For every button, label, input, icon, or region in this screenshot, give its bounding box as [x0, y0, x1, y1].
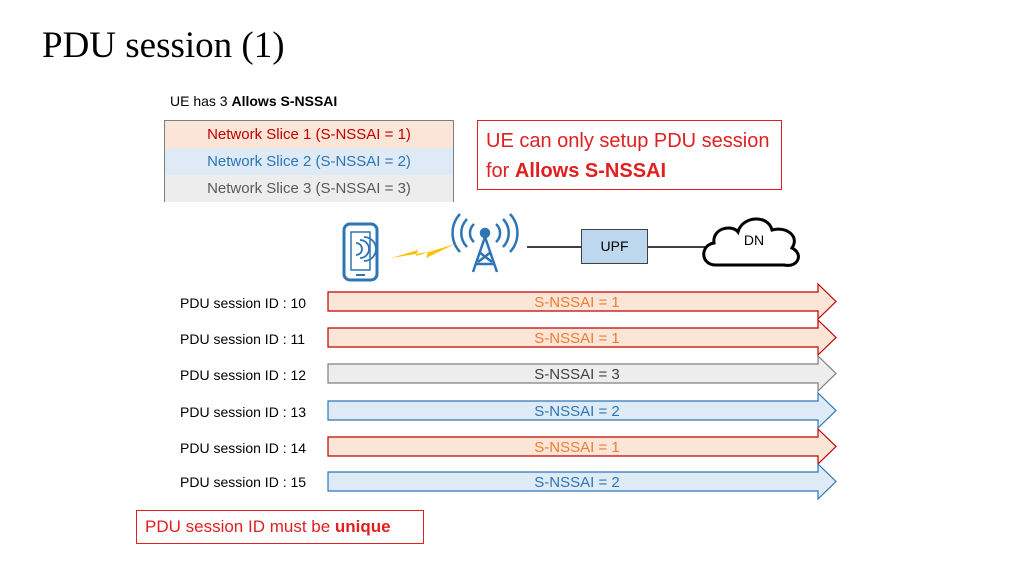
slice-label: Network Slice 3 (S-NSSAI = 3) [207, 180, 411, 197]
session-id-label: PDU session ID : 13 [180, 404, 307, 420]
slice-label: Network Slice 1 (S-NSSAI = 1) [207, 126, 411, 143]
session-arrow [327, 354, 837, 393]
session-id-label: PDU session ID : 12 [180, 367, 307, 383]
unique-id-note: PDU session ID must be unique [136, 510, 424, 544]
session-nssai-label: S-NSSAI = 2 [534, 474, 620, 491]
session-id-label: PDU session ID : 11 [180, 331, 306, 347]
session-nssai-label: S-NSSAI = 1 [534, 330, 620, 347]
slice-row-1: Network Slice 1 (S-NSSAI = 1) [165, 121, 453, 148]
session-nssai-label: S-NSSAI = 1 [534, 294, 620, 311]
session-id-label: PDU session ID : 10 [180, 295, 307, 311]
session-nssai-label: S-NSSAI = 3 [534, 366, 620, 383]
phone-icon [342, 222, 379, 282]
slice-row-3: Network Slice 3 (S-NSSAI = 3) [165, 175, 453, 202]
note-bottom-text: PDU session ID must be [145, 517, 335, 536]
allows-bold: Allows S-NSSAI [231, 93, 338, 109]
upf-box: UPF [581, 229, 648, 264]
slice-label: Network Slice 2 (S-NSSAI = 2) [207, 153, 411, 170]
slice-row-2: Network Slice 2 (S-NSSAI = 2) [165, 148, 453, 175]
lightning-icon [391, 244, 455, 258]
note-top-bold: Allows S-NSSAI [514, 160, 667, 182]
allows-nssai-caption: UE has 3 Allows S-NSSAI [170, 93, 337, 109]
session-nssai-label: S-NSSAI = 1 [534, 439, 620, 456]
note-bottom-bold: unique [334, 517, 391, 536]
session-arrow [327, 391, 837, 430]
session-nssai-label: S-NSSAI = 2 [534, 403, 620, 420]
note-top-text: UE can only setup PDU session for [486, 130, 770, 182]
allowed-nssai-note: UE can only setup PDU session for Allows… [477, 120, 782, 190]
page-title: PDU session (1) [42, 25, 285, 66]
session-arrow [327, 427, 837, 466]
allowed-slice-table: Network Slice 1 (S-NSSAI = 1) Network Sl… [164, 120, 454, 202]
antenna-tower-icon [451, 213, 519, 273]
session-arrow [327, 318, 837, 357]
dn-label: DN [743, 232, 765, 248]
cloud-icon [702, 217, 800, 267]
session-arrow [327, 462, 837, 501]
session-id-label: PDU session ID : 15 [180, 474, 307, 490]
allows-prefix: UE has 3 [170, 93, 232, 109]
session-arrows [327, 282, 837, 501]
session-arrow [327, 282, 837, 321]
session-id-label: PDU session ID : 14 [180, 440, 307, 456]
